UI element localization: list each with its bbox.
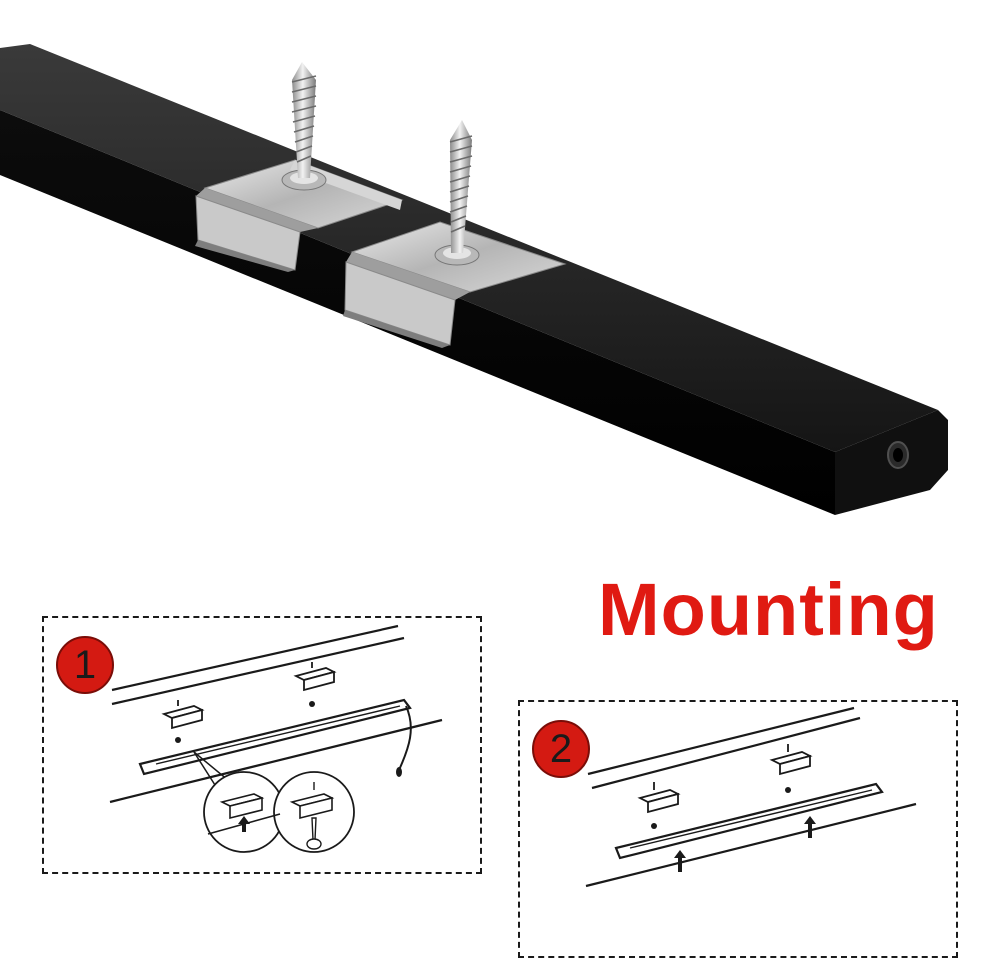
screw-icon [434, 120, 480, 266]
step-2-badge: 2 [532, 720, 590, 778]
mounting-title: Mounting [598, 568, 939, 651]
step-2-panel: 2 [518, 700, 958, 958]
arrow-up-icon [238, 816, 250, 832]
step-1-badge: 1 [56, 636, 114, 694]
mounting-clip-icon [161, 662, 337, 730]
detail-circle [203, 771, 355, 853]
aluminum-profile-illustration [0, 44, 948, 515]
step-1-panel: 1 [42, 616, 482, 874]
step-2-diagram [585, 706, 917, 888]
mounting-clip-icon [637, 744, 813, 814]
arrow-up-icon [674, 816, 816, 872]
step-1-diagram [109, 624, 443, 853]
screw-icon [281, 62, 327, 191]
screw-icon [306, 782, 322, 850]
